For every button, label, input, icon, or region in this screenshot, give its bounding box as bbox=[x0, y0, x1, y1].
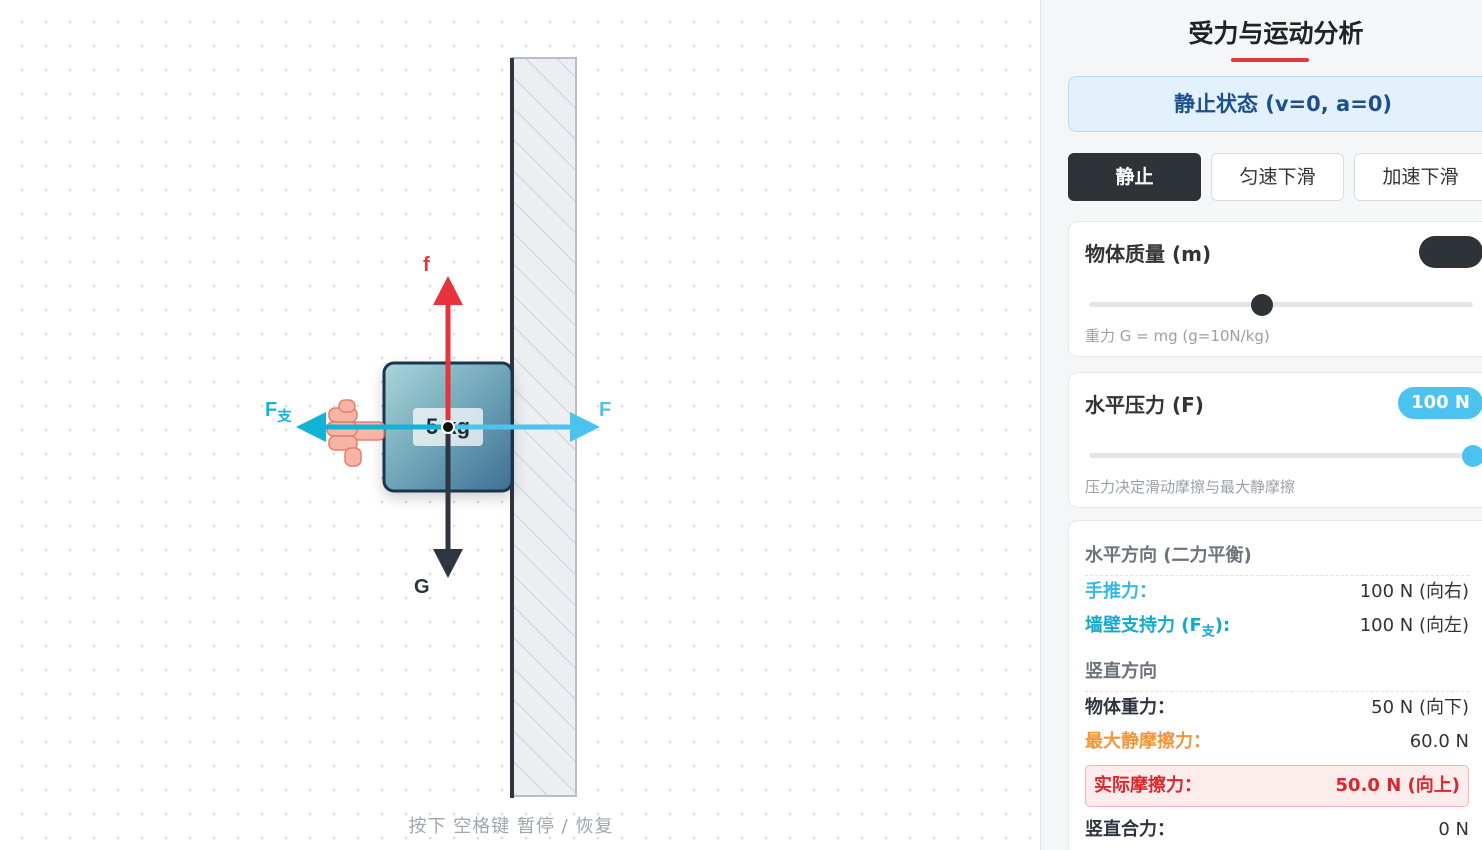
mass-note: 重力 G = mg (g=10N/kg) bbox=[1085, 327, 1270, 345]
horizontal-section-head: 水平方向 (二力平衡) bbox=[1085, 541, 1469, 576]
push-arrowhead bbox=[570, 412, 600, 442]
actual-friction-row: 实际摩擦力： 50.0 N (向上) bbox=[1085, 765, 1469, 807]
actual-friction-value: 50.0 N (向上) bbox=[1335, 775, 1460, 796]
friction-label: f bbox=[423, 254, 430, 276]
gravity-value: 50 N (向下) bbox=[1371, 697, 1469, 718]
pressure-note: 压力决定滑动摩擦与最大静摩擦 bbox=[1085, 478, 1296, 496]
support-force-key-main: 墙壁支持力 (F bbox=[1085, 615, 1202, 636]
net-vertical-force-row: 竖直合力： 0 N bbox=[1085, 815, 1469, 845]
max-static-friction-row: 最大静摩擦力： 60.0 N bbox=[1085, 727, 1469, 757]
pressure-title: 水平压力 (F) bbox=[1085, 393, 1204, 417]
push-force-value: 100 N (向右) bbox=[1359, 581, 1469, 602]
mass-slider-track[interactable] bbox=[1089, 302, 1473, 307]
max-static-friction-key: 最大静摩擦力： bbox=[1085, 731, 1211, 752]
gravity-arrowhead bbox=[433, 549, 463, 578]
support-force-value: 100 N (向左) bbox=[1359, 615, 1469, 636]
pressure-slider-thumb[interactable] bbox=[1462, 445, 1482, 467]
push-force-row: 手推力： 100 N (向右) bbox=[1085, 577, 1469, 607]
support-force-key-end: ): bbox=[1214, 615, 1231, 636]
mass-slider-thumb[interactable] bbox=[1250, 294, 1273, 316]
support-label: F支 bbox=[265, 399, 292, 426]
force-diagram bbox=[296, 57, 600, 798]
support-force-row: 墙壁支持力 (F支): 100 N (向左) bbox=[1085, 611, 1469, 641]
support-force-key-sub: 支 bbox=[1201, 624, 1215, 640]
gravity-row: 物体重力： 50 N (向下) bbox=[1085, 693, 1469, 723]
mode-uniform-slide-button[interactable]: 匀速下滑 bbox=[1211, 153, 1344, 201]
push-force-key: 手推力： bbox=[1085, 581, 1157, 602]
panel-title: 受力与运动分析 bbox=[1188, 19, 1364, 48]
support-label-sub: 支 bbox=[277, 409, 292, 426]
net-vertical-force-value: 0 N bbox=[1438, 819, 1469, 840]
support-force-key: 墙壁支持力 (F支): bbox=[1085, 611, 1230, 648]
mass-value-badge bbox=[1419, 236, 1482, 268]
actual-friction-key: 实际摩擦力： bbox=[1094, 775, 1202, 796]
pressure-slider-track[interactable] bbox=[1089, 453, 1473, 458]
title-underline bbox=[1231, 58, 1309, 62]
mass-card: 物体质量 (m) 重力 G = mg (g=10N/kg) bbox=[1068, 221, 1482, 357]
gravity-key: 物体重力： bbox=[1085, 697, 1175, 718]
friction-arrowhead bbox=[433, 276, 463, 305]
mode-accelerate-slide-button[interactable]: 加速下滑 bbox=[1354, 153, 1482, 201]
force-analysis-card: 水平方向 (二力平衡) 手推力： 100 N (向右) 墙壁支持力 (F支): … bbox=[1068, 520, 1482, 850]
pressure-card: 水平压力 (F) 100 N 压力决定滑动摩擦与最大静摩擦 bbox=[1068, 372, 1482, 508]
gravity-label: G bbox=[414, 576, 430, 598]
hand-icon bbox=[326, 399, 385, 467]
mass-tag: 5 kg bbox=[413, 408, 483, 446]
mode-static-button[interactable]: 静止 bbox=[1068, 153, 1201, 201]
support-label-main: F bbox=[265, 399, 278, 421]
analysis-panel: 受力与运动分析 静止状态 (v=0, a=0) 静止 匀速下滑 加速下滑 物体质… bbox=[1040, 0, 1482, 850]
vertical-section-head: 竖直方向 bbox=[1085, 657, 1469, 692]
push-label: F bbox=[599, 399, 612, 421]
support-arrowhead bbox=[296, 412, 326, 442]
mass-title: 物体质量 (m) bbox=[1085, 242, 1212, 266]
state-banner: 静止状态 (v=0, a=0) bbox=[1068, 76, 1482, 132]
pause-hint: 按下 空格键 暂停 / 恢复 bbox=[408, 816, 614, 837]
pressure-value-badge: 100 N bbox=[1398, 387, 1482, 419]
max-static-friction-value: 60.0 N bbox=[1409, 731, 1469, 752]
simulation-canvas[interactable]: 5 kg f G F F支 按下 空格键 暂停 / 恢复 bbox=[0, 0, 1040, 850]
net-vertical-force-key: 竖直合力： bbox=[1085, 819, 1175, 840]
